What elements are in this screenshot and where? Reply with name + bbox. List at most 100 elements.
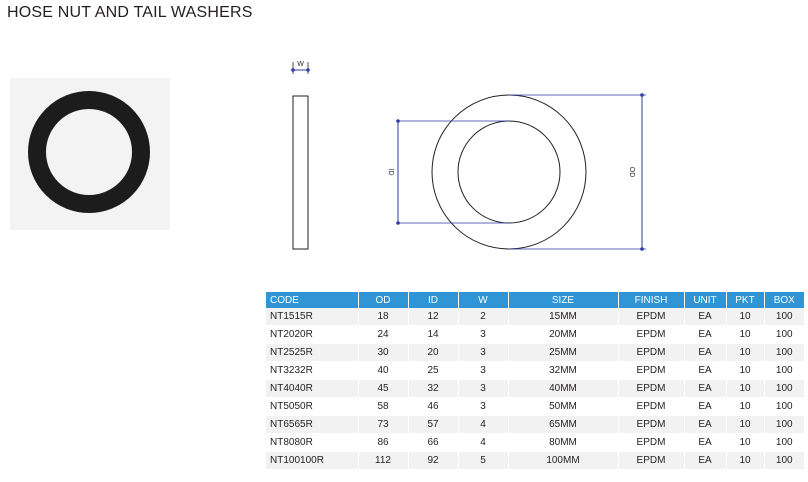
- cell-code: NT4040R: [266, 379, 359, 398]
- col-header-od: OD: [358, 292, 409, 308]
- cell-box: 100: [764, 325, 804, 344]
- id-dimension: ID: [387, 119, 509, 225]
- cell-id: 25: [408, 361, 459, 380]
- washer-photo-graphic: [28, 91, 150, 213]
- od-dimension: OD: [509, 93, 646, 251]
- cell-size: 20MM: [508, 325, 619, 344]
- cell-box: 100: [764, 379, 804, 398]
- cell-size: 65MM: [508, 415, 619, 434]
- cell-od: 30: [358, 343, 409, 362]
- washer-ring: [28, 91, 150, 213]
- cell-od: 18: [358, 308, 409, 326]
- washer-photo: [10, 78, 170, 230]
- cell-id: 20: [408, 343, 459, 362]
- cell-w: 3: [458, 379, 509, 398]
- table-header-row: CODE OD ID W SIZE FINISH UNIT PKT BOX: [266, 292, 804, 308]
- cell-pkt: 10: [726, 325, 765, 344]
- od-label: OD: [628, 167, 635, 178]
- col-header-box: BOX: [764, 292, 804, 308]
- cell-od: 40: [358, 361, 409, 380]
- cell-size: 25MM: [508, 343, 619, 362]
- cell-code: NT100100R: [266, 451, 359, 470]
- cell-code: NT2020R: [266, 325, 359, 344]
- technical-drawing: W ID OD: [291, 61, 646, 251]
- front-view: [431, 94, 587, 250]
- cell-finish: EPDM: [618, 308, 685, 326]
- cell-id: 14: [408, 325, 459, 344]
- cell-id: 92: [408, 451, 459, 470]
- side-profile: [292, 95, 309, 250]
- cell-pkt: 10: [726, 433, 765, 452]
- inner-circle: [457, 120, 561, 224]
- cell-id: 46: [408, 397, 459, 416]
- cell-size: 50MM: [508, 397, 619, 416]
- cell-id: 12: [408, 308, 459, 326]
- cell-size: 40MM: [508, 379, 619, 398]
- cell-w: 4: [458, 415, 509, 434]
- cell-pkt: 10: [726, 415, 765, 434]
- cell-id: 66: [408, 433, 459, 452]
- cell-code: NT3232R: [266, 361, 359, 380]
- cell-od: 24: [358, 325, 409, 344]
- cell-w: 3: [458, 343, 509, 362]
- cell-unit: EA: [684, 451, 727, 470]
- cell-pkt: 10: [726, 343, 765, 362]
- cell-pkt: 10: [726, 361, 765, 380]
- cell-box: 100: [764, 361, 804, 380]
- cell-pkt: 10: [726, 397, 765, 416]
- cell-box: 100: [764, 397, 804, 416]
- cell-finish: EPDM: [618, 379, 685, 398]
- col-header-size: SIZE: [508, 292, 619, 308]
- cell-box: 100: [764, 415, 804, 434]
- page-title: HOSE NUT AND TAIL WASHERS: [7, 4, 253, 21]
- cell-unit: EA: [684, 325, 727, 344]
- cell-unit: EA: [684, 379, 727, 398]
- cell-finish: EPDM: [618, 343, 685, 362]
- cell-box: 100: [764, 433, 804, 452]
- cell-w: 3: [458, 397, 509, 416]
- cell-box: 100: [764, 343, 804, 362]
- outer-circle: [431, 94, 587, 250]
- id-label: ID: [387, 169, 394, 176]
- cell-finish: EPDM: [618, 361, 685, 380]
- cell-code: NT2525R: [266, 343, 359, 362]
- cell-code: NT1515R: [266, 308, 359, 326]
- cell-unit: EA: [684, 343, 727, 362]
- cell-box: 100: [764, 451, 804, 470]
- cell-pkt: 10: [726, 379, 765, 398]
- cell-w: 3: [458, 325, 509, 344]
- cell-unit: EA: [684, 433, 727, 452]
- cell-unit: EA: [684, 415, 727, 434]
- cell-unit: EA: [684, 397, 727, 416]
- col-header-code: CODE: [266, 292, 359, 308]
- col-header-pkt: PKT: [726, 292, 765, 308]
- side-view: W: [291, 61, 310, 250]
- cell-finish: EPDM: [618, 451, 685, 470]
- cell-code: NT8080R: [266, 433, 359, 452]
- cell-od: 112: [358, 451, 409, 470]
- cell-w: 4: [458, 433, 509, 452]
- cell-od: 73: [358, 415, 409, 434]
- spec-table: CODE OD ID W SIZE FINISH UNIT PKT BOX NT…: [266, 292, 804, 470]
- w-label: W: [297, 61, 304, 68]
- cell-unit: EA: [684, 308, 727, 326]
- cell-od: 86: [358, 433, 409, 452]
- cell-box: 100: [764, 308, 804, 326]
- cell-size: 100MM: [508, 451, 619, 470]
- col-header-unit: UNIT: [684, 292, 727, 308]
- cell-pkt: 10: [726, 308, 765, 326]
- cell-od: 45: [358, 379, 409, 398]
- cell-od: 58: [358, 397, 409, 416]
- col-header-finish: FINISH: [618, 292, 685, 308]
- col-header-w: W: [458, 292, 509, 308]
